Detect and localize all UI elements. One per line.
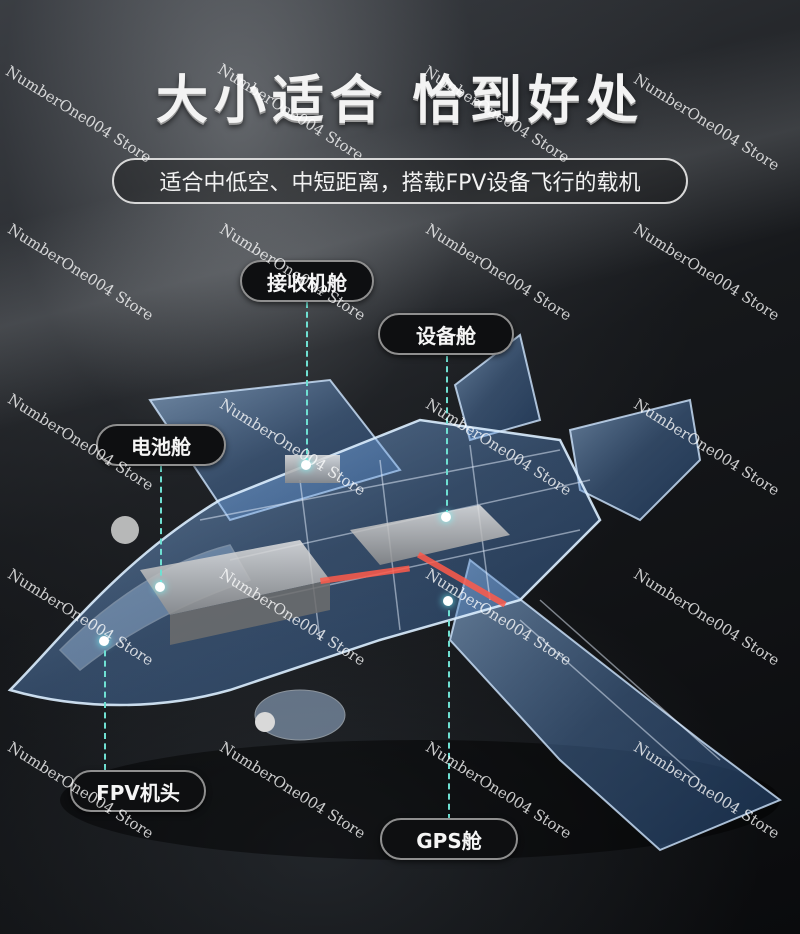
red-strip-2 [417, 552, 507, 608]
headline: 大小适合 恰到好处 [155, 71, 645, 131]
label-gps-bay: GPS舱 [380, 818, 518, 860]
red-strip-1 [320, 565, 410, 584]
label-fpv-nose: FPV机头 [70, 770, 206, 812]
leader-fpv [104, 640, 106, 770]
leader-receiver [306, 302, 308, 464]
leader-battery [160, 466, 162, 586]
dot-receiver [301, 460, 311, 470]
propeller-hub [255, 712, 275, 732]
leader-gps [448, 600, 450, 820]
battery-pack [140, 540, 330, 615]
subtitle-pill: 适合中低空、中短距离，搭载FPV设备飞行的载机 [112, 158, 688, 204]
receiver-box [285, 455, 340, 483]
dot-equipment [441, 512, 451, 522]
motor-pod [254, 689, 346, 741]
dot-battery [155, 582, 165, 592]
dot-gps [443, 596, 453, 606]
label-battery-bay: 电池舱 [96, 424, 226, 466]
dot-fpv [99, 636, 109, 646]
battery-pack-side [170, 580, 330, 645]
nose-motor [111, 516, 139, 544]
equipment-box [350, 505, 510, 565]
leader-equipment [446, 356, 448, 516]
label-receiver-bay: 接收机舱 [240, 260, 374, 302]
label-equipment-bay: 设备舱 [378, 313, 514, 355]
